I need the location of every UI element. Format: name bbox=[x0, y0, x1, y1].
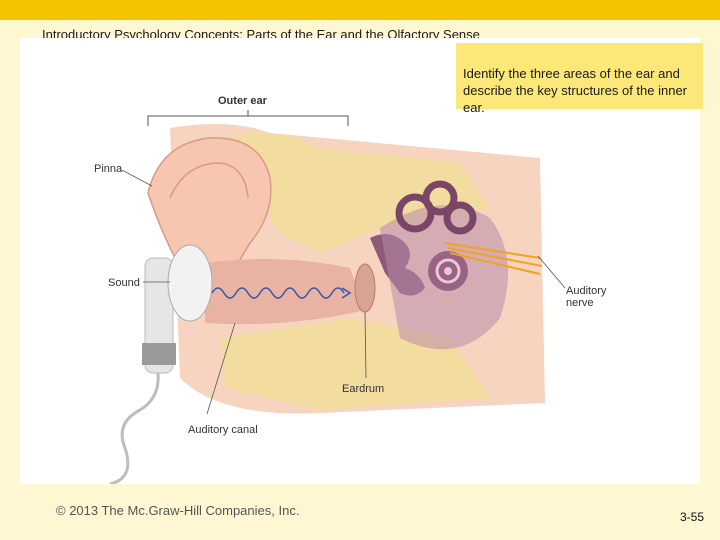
earbud-band bbox=[142, 343, 176, 365]
top-accent-bar bbox=[0, 0, 720, 20]
instruction-note: Identify the three areas of the ear and … bbox=[456, 43, 703, 115]
ear-anatomy-diagram: Outer ear Pinna Sound Auditory nerve Ear… bbox=[94, 95, 607, 484]
label-sound: Sound bbox=[108, 277, 140, 289]
label-eardrum: Eardrum bbox=[342, 383, 384, 395]
semicircular-canal-3 bbox=[443, 201, 477, 235]
label-outer-ear: Outer ear bbox=[218, 95, 268, 107]
cochlea-inner bbox=[435, 258, 461, 284]
sound-wave bbox=[211, 287, 345, 299]
earbud-cord bbox=[109, 372, 160, 484]
label-pinna: Pinna bbox=[94, 163, 123, 175]
skull-bone bbox=[220, 133, 490, 253]
semicircular-canal-2 bbox=[422, 180, 458, 216]
label-auditory-nerve-line2: nerve bbox=[566, 297, 594, 309]
label-auditory-canal: Auditory canal bbox=[188, 424, 258, 436]
earbud-speaker bbox=[167, 244, 213, 322]
label-auditory-nerve-line1: Auditory bbox=[566, 285, 607, 297]
eardrum-shape bbox=[354, 263, 376, 313]
copyright-text: © 2013 The Mc.Graw-Hill Companies, Inc. bbox=[56, 503, 300, 518]
slide-number: 3-55 bbox=[680, 510, 705, 524]
auditory-nerve-fibers bbox=[444, 242, 543, 275]
outer-ear-bracket bbox=[147, 115, 349, 126]
